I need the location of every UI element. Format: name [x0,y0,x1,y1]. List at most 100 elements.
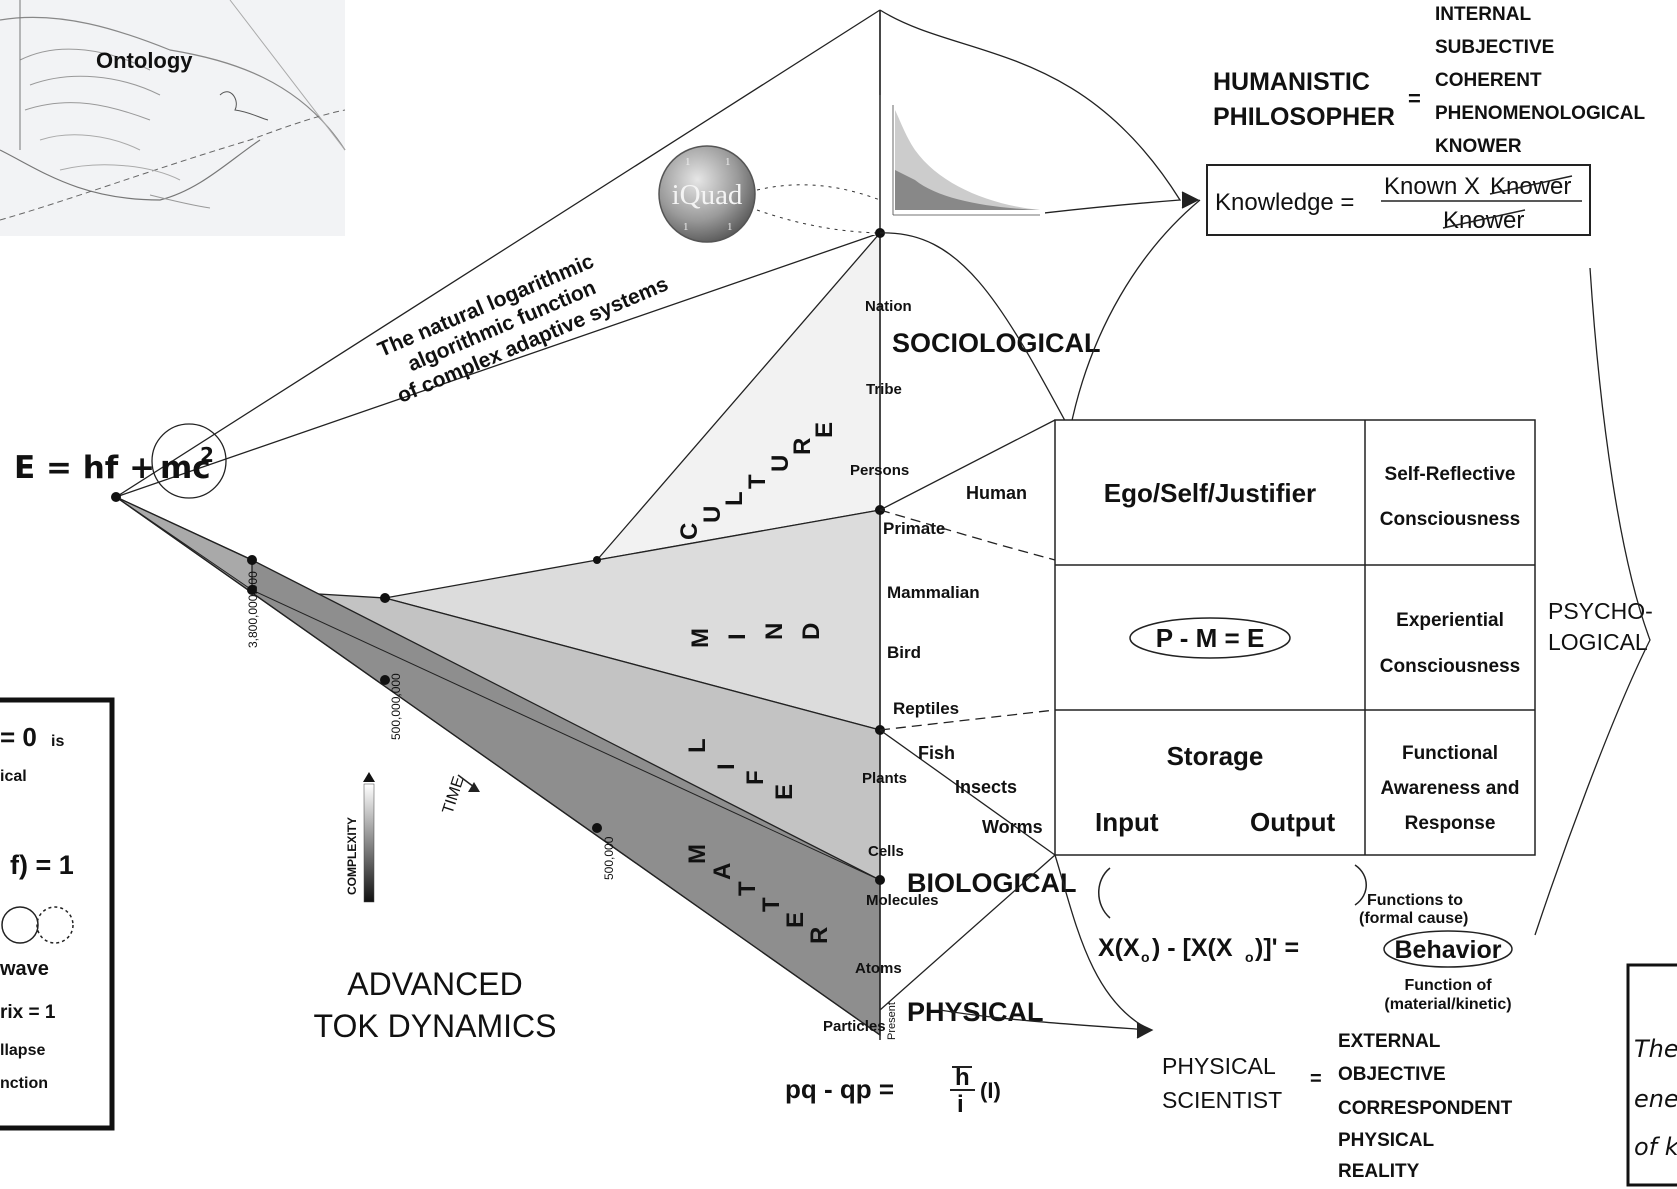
material-kinetic-label: (material/kinetic) [1384,996,1511,1013]
humanistic-role-2: PHILOSOPHER [1213,103,1395,131]
knowledge-numerator-b: Knower [1490,173,1571,200]
energy-equation-exponent: 2 [200,443,214,467]
title-line-1: ADVANCED [347,966,522,1002]
culture-letter: T [744,474,771,489]
behavior-eq-sub-1: o [1141,949,1150,965]
arc-text: The natural logarithmic algorithmic func… [374,250,671,408]
culture-letter: L [721,491,748,506]
matter-letter: A [709,863,736,880]
psycho-label-2: LOGICAL [1548,629,1648,655]
logo-corner-tl: 1 [685,156,691,168]
table-awareness: Awareness and [1380,778,1519,799]
present-label: Present [886,1002,898,1040]
axis-label-tribe: Tribe [866,381,902,398]
side-labels: Human Fish Insects Worms [918,483,1043,837]
physical-attr: OBJECTIVE [1338,1064,1446,1085]
time-arrow: TIME [440,774,480,817]
sociological-label: SOCIOLOGICAL [892,328,1101,358]
complexity-label: COMPLEXITY [345,817,359,895]
ontology-sketch: Ontology [0,0,346,236]
time-label: TIME [440,775,468,817]
psycho-label-1: PSYCHO- [1548,598,1653,624]
diagram-title: ADVANCED TOK DYNAMICS [314,966,557,1044]
life-letters: L I F E [684,738,798,800]
pq-equation: pq - qp = h i (I) [785,1064,1001,1118]
matter-letters: M A T T E R [684,844,833,944]
right-info-box: The m ener of kn [1626,963,1677,1187]
time-tick-500k: 500,000 [602,836,616,880]
physical-label: PHYSICAL [907,997,1044,1027]
side-label-human: Human [966,483,1027,503]
humanistic-equals: = [1408,86,1421,111]
time-ticks: 3,800,000,000 500,000,000 500,000 [246,571,616,880]
matter-letter: E [782,912,809,928]
left-box-line-3: f) = 1 [10,850,74,880]
axis-label-persons: Persons [850,462,909,479]
mind-letter: M [687,628,714,648]
behavior-eq-mid: ) - [X(X [1152,934,1233,962]
physical-attr: PHYSICAL [1338,1130,1434,1151]
behavior-eq-left: X(X [1098,934,1140,962]
axis-label-cells: Cells [868,843,904,860]
culture-letter: U [699,506,726,523]
matter-letter: T [758,897,785,912]
table-input: Input [1095,807,1159,837]
table-consciousness-1: Consciousness [1380,509,1520,530]
logo-corner-tr: 1 [725,156,731,168]
iquad-logo: iQuad 1 1 1 1 [658,145,881,243]
table-self-reflective: Self-Reflective [1385,464,1516,485]
axis-labels: Nation Tribe Persons Primate Mammalian B… [823,298,980,1040]
left-box-line-6: llapse [0,1042,45,1059]
table-output: Output [1250,807,1336,837]
humanistic-attr: COHERENT [1435,70,1542,91]
axis-label-nation: Nation [865,298,912,315]
pq-left: pq - qp = [785,1074,894,1104]
pq-numerator: h [955,1064,970,1091]
left-box-line-1: = 0 [0,722,37,752]
matter-letter: T [734,881,761,896]
culture-letter: E [811,422,838,438]
humanistic-attr: KNOWER [1435,136,1522,157]
behavior-equation: Functions to (formal cause) X(X o ) - [X… [1098,864,1513,1013]
logo-corner-bl: 1 [683,221,689,233]
title-line-2: TOK DYNAMICS [314,1008,557,1044]
right-box-line-1: The m [1634,1035,1677,1063]
table-functional: Functional [1402,743,1498,764]
table-response: Response [1405,813,1496,834]
formal-cause-label: (formal cause) [1359,910,1468,927]
complexity-mini-chart [835,95,1045,235]
level-labels: SOCIOLOGICAL BIOLOGICAL PHYSICAL PSYCHO-… [892,328,1653,1027]
physical-role-1: PHYSICAL [1162,1053,1276,1079]
left-box-line-4: wave [0,958,49,980]
left-info-box: = 0 is ical f) = 1 wave rix = 1 llapse n… [0,697,115,1131]
table-experiential: Experiential [1396,610,1504,631]
table-storage: Storage [1167,741,1264,771]
physical-attr: EXTERNAL [1338,1031,1441,1052]
table-consciousness-2: Consciousness [1380,656,1520,677]
culture-letters: C U L T U R E [676,422,838,540]
connector-lines [879,191,1651,1039]
time-tick-500m: 500,000,000 [389,673,403,740]
physical-equals: = [1310,1068,1322,1090]
axis-label-plants: Plants [862,770,907,787]
time-tick-3800m: 3,800,000,000 [246,571,260,648]
axis-label-mammalian: Mammalian [887,583,980,602]
physical-attr: REALITY [1338,1161,1420,1182]
left-box-line-1-small: is [51,733,64,750]
complexity-bar: COMPLEXITY [345,772,375,903]
physical-scientist: PHYSICAL SCIENTIST = EXTERNAL OBJECTIVE … [1162,1031,1513,1182]
energy-equation: E = hf + mc 2 [14,423,227,499]
knowledge-denominator: Knower [1443,207,1524,234]
humanistic-role-1: HUMANISTIC [1213,68,1370,96]
humanistic-attr: INTERNAL [1435,4,1531,25]
mind-letter: N [761,623,788,640]
energy-equation-term: mc [160,450,211,486]
side-label-fish: Fish [918,743,955,763]
axis-label-bird: Bird [887,643,921,662]
ontology-label: Ontology [96,48,193,73]
side-label-insects: Insects [955,777,1017,797]
mind-letter: I [724,633,751,640]
axis-label-molecules: Molecules [866,892,939,909]
energy-equation-left: E = hf + [14,450,155,486]
